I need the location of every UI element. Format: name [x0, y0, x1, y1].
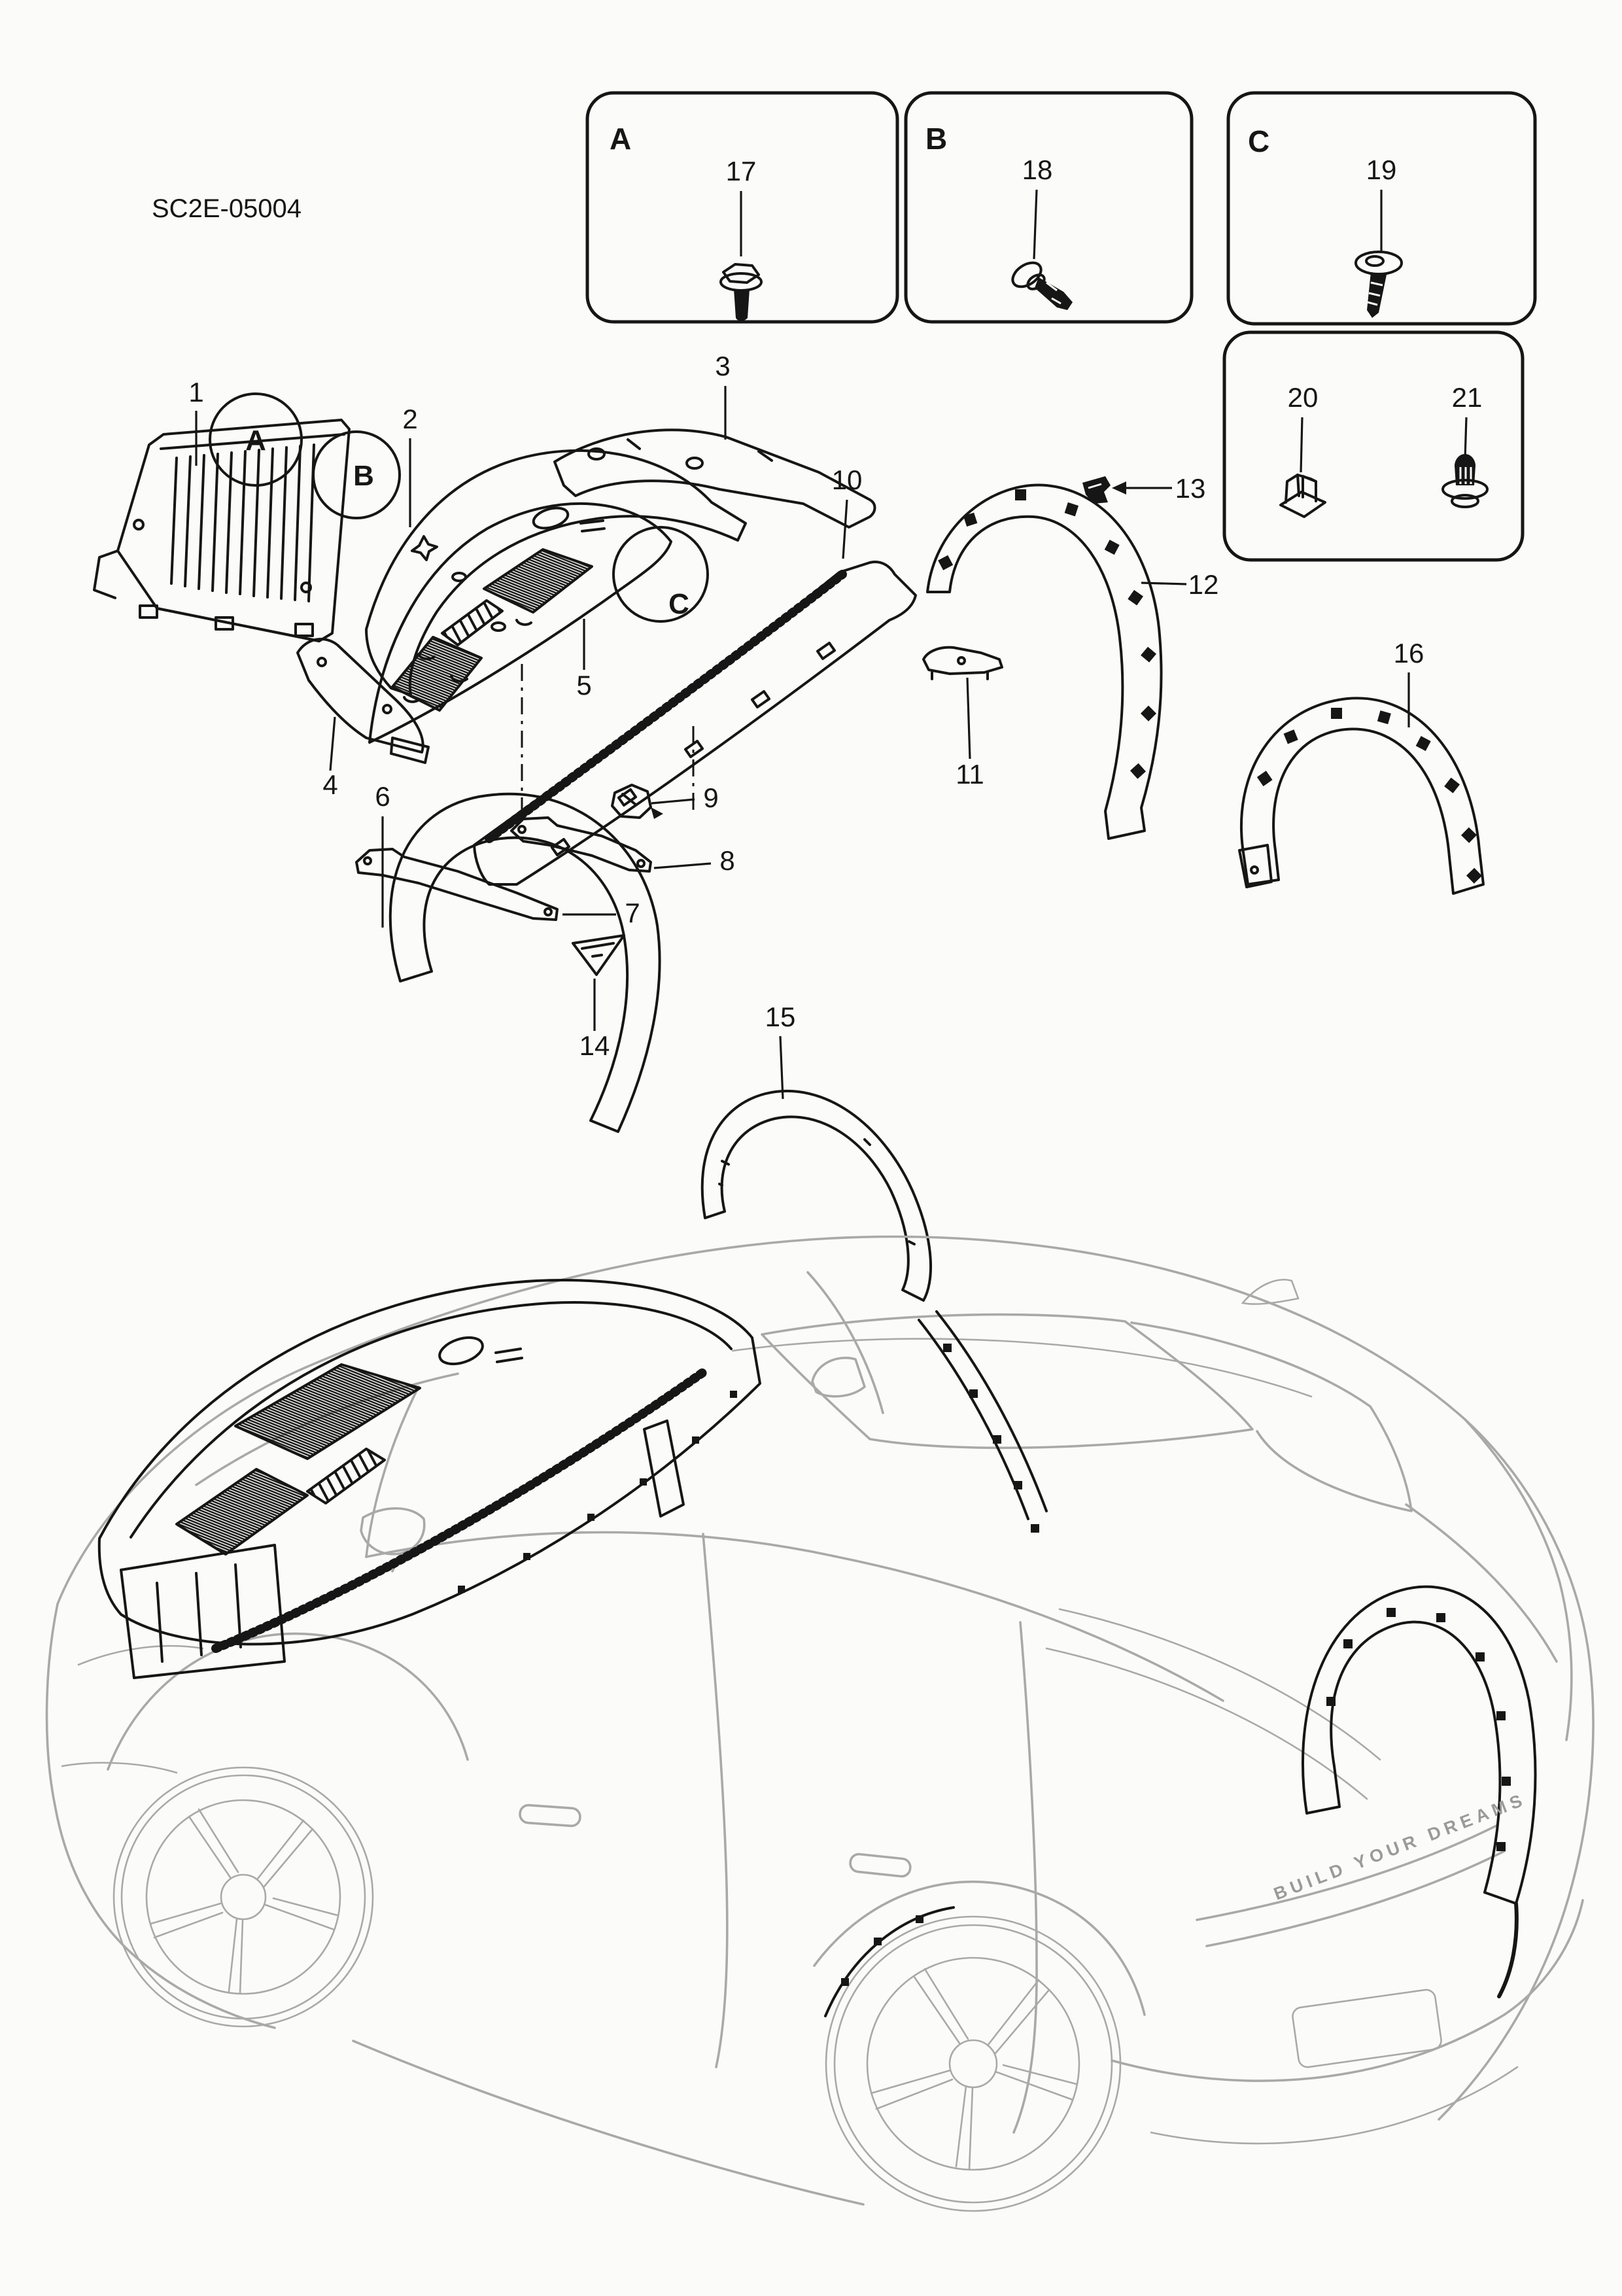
car-rear-arch	[813, 1880, 1146, 2016]
car-rear-bumper	[1111, 1899, 1584, 2082]
car-antenna-fin	[1241, 1279, 1300, 1305]
detail-box-20-21: 20 21	[1222, 330, 1525, 562]
car-door-handle-rear	[849, 1852, 912, 1878]
callout-11: 11	[956, 759, 984, 790]
clip-part9	[611, 784, 663, 819]
car-spoiler-edge	[1405, 1503, 1558, 1663]
car-front-arch	[107, 1632, 469, 1771]
wheel-arch-molding-part15	[700, 1089, 933, 1302]
car-sunroof-front	[761, 1313, 1254, 1450]
parcel-shelf-part5	[368, 502, 672, 744]
callouts: 1 2 3 4 5 6 7 8 9 10 11 12 13 14 15 16	[188, 351, 1424, 1100]
cowl-strip-part10	[473, 561, 917, 886]
cage-clip-icon	[1279, 474, 1326, 518]
wheel-arch-molding-part12	[926, 483, 1163, 840]
detail-box-C: C 19	[1226, 91, 1537, 326]
car-front-lower	[129, 1951, 276, 2029]
upper-panel-part3	[553, 428, 876, 529]
callout-2: 2	[402, 404, 417, 434]
callout-21: 21	[1452, 382, 1483, 413]
callout-12: 12	[1188, 569, 1219, 600]
callout-16: 16	[1394, 638, 1424, 669]
car-front-bumper	[45, 1603, 132, 1954]
callout-5: 5	[576, 670, 591, 701]
callout-7: 7	[625, 897, 640, 928]
support-bracket-part7	[355, 848, 559, 921]
callout-20: 20	[1288, 382, 1319, 413]
exploded-view: A B C 1 2 3 4 5 6 7 8 9 10 11 12 13 14	[93, 351, 1485, 1302]
callout-1: 1	[188, 377, 203, 408]
car-door-handle-front	[519, 1803, 581, 1828]
car-rear-pillar	[1464, 1418, 1573, 1741]
callout-3: 3	[715, 351, 730, 381]
car-rear-quarter-glass	[1045, 1608, 1381, 1800]
car-license-recess	[1292, 1989, 1442, 2068]
car-roof-rail	[731, 1338, 1313, 1398]
wheel-arch-molding-part16	[1238, 697, 1485, 895]
detail-box-A-frame	[585, 91, 899, 324]
car-door-gap-front	[702, 1533, 729, 2068]
section-circle-A-letter: A	[245, 425, 266, 457]
bracket-part11	[922, 646, 1003, 680]
detail-box-B: B 18	[904, 91, 1194, 324]
installed-apillar-molding	[918, 1310, 1048, 1533]
callout-13: 13	[1175, 473, 1206, 504]
support-bracket-part8	[510, 816, 652, 873]
page-code: SC2E-05004	[152, 194, 302, 223]
callout-9: 9	[703, 782, 718, 813]
flange-bolt-icon	[719, 263, 763, 321]
car-rear-diffuser	[1150, 2066, 1519, 2145]
detail-box-B-letter: B	[925, 122, 947, 156]
detail-box-C-frame	[1226, 91, 1537, 326]
callout-10: 10	[832, 464, 863, 495]
car-sunroof-rear	[1130, 1321, 1413, 1512]
callout-18: 18	[1022, 154, 1053, 185]
section-circle-A: A	[209, 392, 303, 487]
callout-17: 17	[726, 156, 757, 186]
callout-4: 4	[322, 769, 337, 800]
detail-box-B-frame	[904, 91, 1194, 324]
wedge-part14	[572, 934, 625, 976]
car-front-wheel	[112, 1766, 374, 2028]
car-a-pillar-near	[365, 1385, 420, 1558]
installed-cowl-assembly	[97, 1279, 761, 1679]
installed-rear-arch-molding	[1302, 1585, 1537, 1998]
car-a-pillar-far	[806, 1271, 884, 1414]
car-beltline	[365, 1531, 1224, 1702]
partition-panel-part1	[93, 419, 351, 642]
car-taillight-band	[1196, 1824, 1506, 1947]
callout-15: 15	[765, 1001, 796, 1032]
detail-box-A: A 17	[585, 91, 899, 324]
installed-near-rear-arch-segment	[824, 1906, 955, 2017]
section-circle-B-letter: B	[353, 460, 374, 492]
rivet-clip-icon	[1355, 251, 1403, 318]
section-circle-C: C	[612, 526, 709, 623]
push-pin-clip-icon	[1011, 261, 1073, 310]
section-circle-B: B	[312, 430, 401, 519]
wheel-arch-molding-part6	[388, 792, 661, 1133]
callout-14: 14	[579, 1030, 610, 1061]
clip-part13	[1082, 476, 1172, 504]
car-rocker-line	[352, 2040, 865, 2206]
side-bracket-part4	[296, 638, 430, 764]
tailgate-brand-lettering: BUILD YOUR DREAMS	[1271, 1789, 1528, 1904]
car-door-gap-rear	[1012, 1621, 1038, 2134]
callout-6: 6	[375, 781, 390, 812]
car-rear-wheel	[825, 1915, 1122, 2212]
detail-box-C-letter: C	[1248, 124, 1269, 158]
detail-box-A-letter: A	[610, 122, 631, 156]
car-body-outline	[56, 1235, 1595, 2121]
car-mirror-far	[811, 1357, 866, 1398]
mushroom-clip-icon	[1441, 454, 1489, 508]
section-circle-C-letter: C	[668, 588, 689, 620]
callout-19: 19	[1366, 154, 1397, 185]
callout-8: 8	[719, 845, 734, 876]
detail-box-20-21-frame	[1222, 330, 1525, 562]
car-front-fascia-lines	[61, 1644, 204, 1774]
vehicle-illustration: BUILD YOUR DREAMS	[45, 1235, 1595, 2212]
